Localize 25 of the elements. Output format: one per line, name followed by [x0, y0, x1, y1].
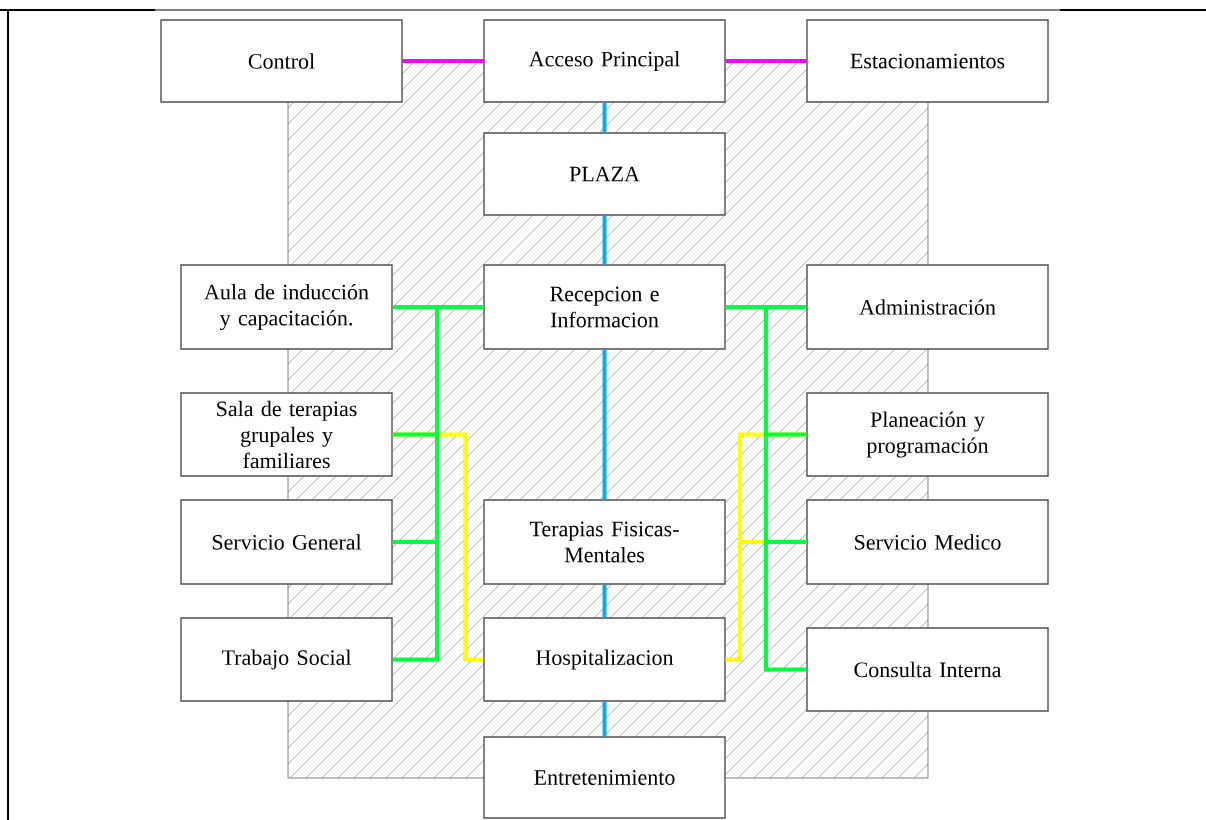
connector-line [392, 305, 484, 662]
room-box: Trabajo Social [180, 617, 393, 702]
room-box: Terapias Fisicas-Mentales [483, 499, 726, 585]
room-box: Control [160, 19, 403, 103]
room-box: Servicio Medico [806, 499, 1049, 585]
room-box: Hospitalizacion [483, 617, 726, 702]
connector-line [602, 349, 607, 500]
room-box: Aula de inducción y capacitación. [180, 264, 393, 350]
connector-line [602, 584, 607, 618]
connector-line [602, 701, 607, 737]
connector-line [402, 59, 484, 63]
connector-line [602, 102, 607, 133]
connector-line [602, 215, 607, 265]
room-box: Consulta Interna [806, 627, 1049, 712]
connector-line [725, 305, 807, 672]
room-box: Sala de terapias grupales y familiares [180, 392, 393, 477]
room-box: PLAZA [483, 132, 726, 216]
room-box: Administración [806, 264, 1049, 350]
room-box: Estacionamientos [806, 19, 1049, 103]
room-box: Servicio General [180, 499, 393, 585]
room-box: Planeación y programación [806, 392, 1049, 477]
room-box: Entretenimiento [483, 736, 726, 819]
connector-line [725, 59, 807, 63]
room-box: Recepcion e Informacion [483, 264, 726, 350]
room-box: Acceso Principal [483, 19, 726, 103]
